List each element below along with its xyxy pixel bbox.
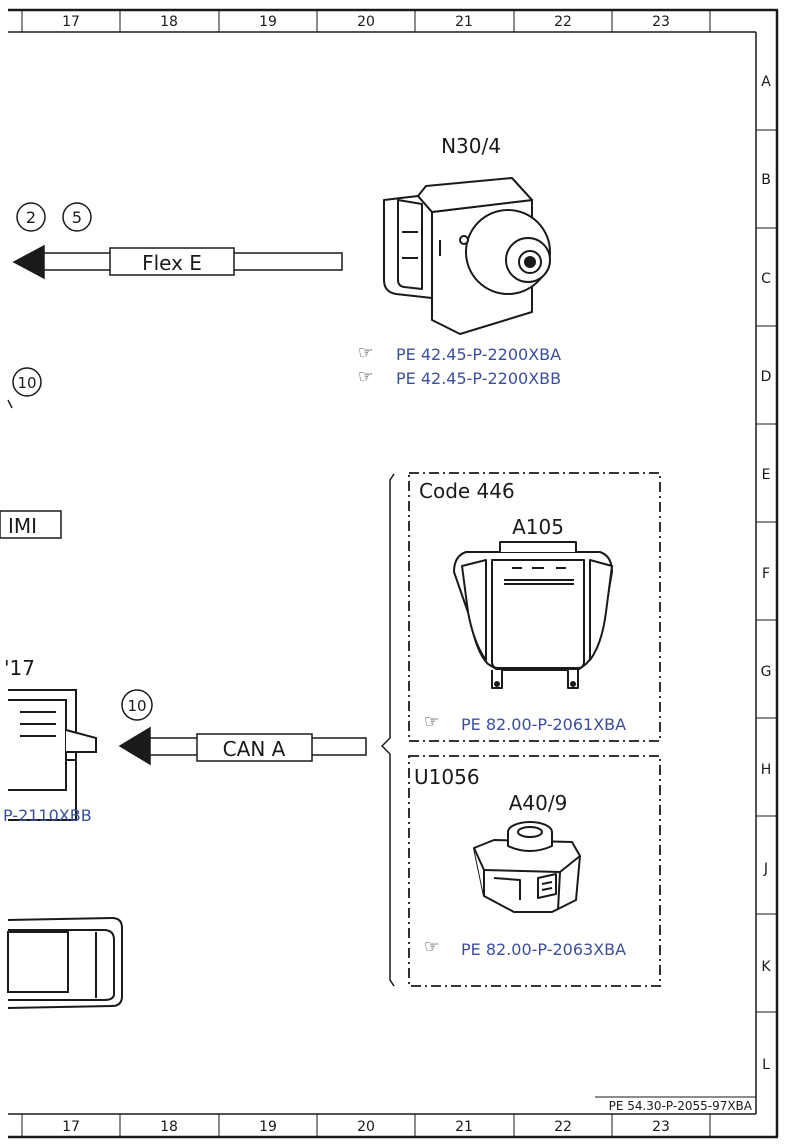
row-label: G: [761, 664, 772, 680]
n30-4-ref-2-text[interactable]: PE 42.45-P-2200XBB: [396, 369, 561, 388]
camera-module-illustration: [473, 821, 581, 913]
flex-e-marker-2: 2: [16, 202, 46, 232]
connection-marker-10: 10: [7, 367, 42, 409]
can-a-label: CAN A: [223, 737, 286, 761]
col-label: 17: [62, 14, 80, 30]
overhead-control-panel-illustration: [453, 541, 613, 689]
left-partial-label: IMI: [8, 514, 37, 538]
a40-9-label: A40/9: [509, 791, 568, 815]
svg-text:2: 2: [26, 208, 36, 227]
col-label: 21: [455, 14, 473, 30]
u1056-ref[interactable]: ☞ PE 82.00-P-2063XBA: [424, 937, 626, 959]
column-labels-bottom: 17 18 19 20 21 22 23: [62, 1119, 670, 1135]
row-label: C: [761, 271, 771, 287]
code446-ref[interactable]: ☞ PE 82.00-P-2061XBA: [424, 712, 626, 734]
hand-pointer-icon: ☞: [424, 937, 439, 957]
flex-e-bus: [12, 244, 343, 280]
column-labels-top: 17 18 19 20 21 22 23: [62, 14, 670, 30]
hand-pointer-icon: ☞: [358, 367, 373, 387]
row-label: E: [762, 467, 771, 483]
code446-title: Code 446: [419, 479, 515, 503]
n30-4-ref-1[interactable]: ☞ PE 42.45-P-2200XBA: [358, 343, 561, 364]
row-label: D: [761, 369, 772, 385]
svg-text:10: 10: [17, 374, 36, 392]
col-label: 22: [554, 14, 572, 30]
row-label: B: [761, 172, 771, 188]
hand-pointer-icon: ☞: [358, 343, 373, 363]
col-label: 22: [554, 1119, 572, 1135]
col-label: 19: [259, 14, 277, 30]
col-label: 20: [357, 14, 375, 30]
col-label: 17: [62, 1119, 80, 1135]
row-label: J: [763, 861, 768, 877]
n30-4-label: N30/4: [441, 134, 501, 158]
flex-e-label: Flex E: [142, 251, 202, 275]
row-label: K: [761, 959, 771, 975]
flex-e-marker-5: 5: [62, 202, 92, 232]
row-label: A: [761, 74, 771, 90]
hand-pointer-icon: ☞: [424, 712, 439, 732]
row-label: F: [762, 566, 770, 582]
left-partial-label-box: IMI: [0, 510, 62, 539]
col-label: 20: [357, 1119, 375, 1135]
n30-4-ref-2[interactable]: ☞ PE 42.45-P-2200XBB: [358, 367, 561, 388]
u1056-title: U1056: [414, 765, 480, 789]
u1056-ref-text[interactable]: PE 82.00-P-2063XBA: [461, 940, 626, 959]
document-number: PE 54.30-P-2055-97XBA: [609, 1099, 753, 1113]
col-label: 18: [160, 14, 178, 30]
left-partial-number: '17: [4, 656, 35, 680]
col-label: 21: [455, 1119, 473, 1135]
left-partial-ref[interactable]: P-2110XBB: [3, 806, 92, 825]
drawing-frame: [8, 8, 779, 1139]
svg-text:10: 10: [127, 697, 146, 715]
a105-label: A105: [512, 515, 564, 539]
code446-dashed-box: [408, 472, 661, 742]
col-label: 23: [652, 14, 670, 30]
code446-ref-text[interactable]: PE 82.00-P-2061XBA: [461, 715, 626, 734]
can-a-marker-10: 10: [121, 689, 153, 721]
row-labels: A B C D E F G H J K L: [761, 74, 772, 1073]
abs-control-unit-illustration: [383, 177, 551, 335]
row-label: L: [762, 1057, 770, 1073]
svg-text:5: 5: [72, 208, 82, 227]
row-label: H: [761, 762, 772, 778]
can-a-bus: [118, 726, 367, 766]
group-brace: [380, 473, 395, 987]
left-partial-module-illustration: [8, 689, 97, 821]
col-label: 23: [652, 1119, 670, 1135]
left-partial-bottom-illustration: [7, 916, 123, 1009]
col-label: 18: [160, 1119, 178, 1135]
n30-4-ref-1-text[interactable]: PE 42.45-P-2200XBA: [396, 345, 561, 364]
col-label: 19: [259, 1119, 277, 1135]
u1056-dashed-box: [408, 755, 661, 987]
